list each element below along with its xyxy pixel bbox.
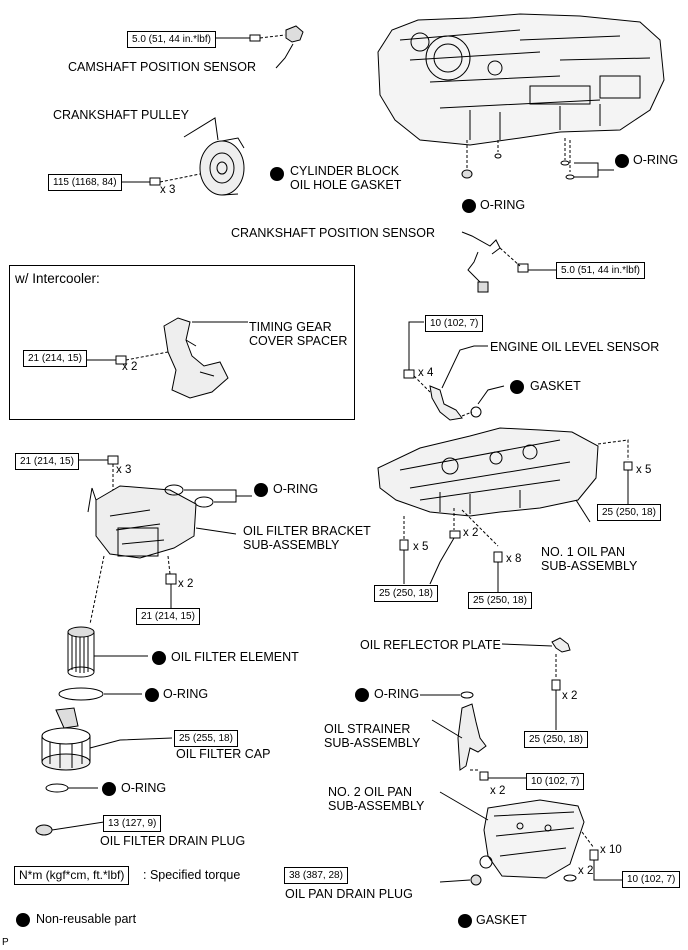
crankshaft-sensor-label: CRANKSHAFT POSITION SENSOR	[231, 226, 435, 240]
torque-bracket-bottom: 21 (214, 15)	[136, 608, 200, 625]
non-reusable-marker	[615, 154, 629, 168]
qty-pan-right: x 5	[636, 464, 652, 476]
non-reusable-marker	[145, 688, 159, 702]
specified-torque-label: : Specified torque	[143, 868, 241, 882]
non-reusable-marker	[458, 914, 472, 928]
oring-label-bracket: O-RING	[273, 482, 319, 496]
oil-reflector-label: OIL REFLECTOR PLATE	[360, 638, 501, 652]
torque-bracket-top: 21 (214, 15)	[15, 453, 79, 470]
oil-filter-element-drawing	[58, 626, 148, 701]
timing-gear-label: TIMING GEAR	[249, 320, 332, 334]
cylinder-block-label: CYLINDER BLOCK	[290, 164, 400, 178]
torque-pan-right: 25 (250, 18)	[597, 504, 661, 521]
torque-timing-gear: 21 (214, 15)	[23, 350, 87, 367]
gasket-label-sensor: GASKET	[530, 379, 581, 393]
qty-pan-x5: x 5	[413, 541, 429, 553]
oil-level-sensor-drawing	[403, 321, 505, 421]
gasket-label-pan: GASKET	[476, 913, 527, 927]
qty-pulley: x 3	[160, 184, 176, 196]
oring-label-filter: O-RING	[163, 687, 209, 701]
intercooler-label: w/ Intercooler:	[15, 271, 100, 286]
oring-label-block2: O-RING	[480, 198, 526, 212]
qty-timing: x 2	[122, 361, 138, 373]
non-reusable-marker	[102, 782, 116, 796]
oil-level-sensor-label: ENGINE OIL LEVEL SENSOR	[490, 340, 660, 354]
oil-strainer-label: OIL STRAINER	[324, 722, 411, 736]
oring-label-block: O-RING	[633, 153, 679, 167]
intercooler-variant-frame	[9, 265, 355, 420]
torque-camshaft: 5.0 (51, 44 in.*lbf)	[127, 31, 216, 48]
oil-reflector-plate-drawing	[501, 637, 571, 730]
torque-pan-x5: 25 (250, 18)	[374, 585, 438, 602]
qty-bracket-top: x 3	[116, 464, 132, 476]
qty-reflector: x 2	[562, 690, 578, 702]
camshaft-sensor-label: CAMSHAFT POSITION SENSOR	[68, 60, 256, 74]
non-reusable-marker	[152, 651, 166, 665]
qty-no2-x10: x 10	[600, 844, 622, 856]
oring-label-cap: O-RING	[121, 781, 167, 795]
non-reusable-marker	[270, 167, 284, 181]
oil-filter-bracket-sub-label: SUB-ASSEMBLY	[243, 538, 340, 552]
torque-pulley: 115 (1168, 84)	[48, 174, 122, 191]
torque-filter-drain-plug: 13 (127, 9)	[103, 815, 162, 832]
oring-label-strainer: O-RING	[374, 687, 420, 701]
qty-pan-x8: x 8	[506, 553, 522, 565]
oil-filter-drain-plug-label: OIL FILTER DRAIN PLUG	[100, 834, 246, 848]
no1-oil-pan-sub-label: SUB-ASSEMBLY	[541, 559, 638, 573]
qty-strainer: x 2	[490, 785, 506, 797]
no2-oil-pan-label: NO. 2 OIL PAN	[328, 785, 413, 799]
non-reusable-marker	[462, 199, 476, 213]
no2-oil-pan-drawing	[439, 791, 622, 886]
non-reusable-marker	[355, 688, 369, 702]
no1-oil-pan-label: NO. 1 OIL PAN	[541, 545, 626, 559]
qty-pan-x2: x 2	[463, 527, 479, 539]
torque-oil-level-sensor: 10 (102, 7)	[425, 315, 484, 332]
cover-spacer-label: COVER SPACER	[249, 334, 348, 348]
torque-legend: N*m (kgf*cm, ft.*lbf)	[14, 866, 130, 885]
crank-sensor-drawing	[461, 231, 558, 293]
qty-bracket-bottom: x 2	[178, 578, 194, 590]
crankshaft-pulley-label: CRANKSHAFT PULLEY	[53, 108, 189, 122]
oil-filter-element-label: OIL FILTER ELEMENT	[171, 650, 299, 664]
oil-filter-bracket-label: OIL FILTER BRACKET	[243, 524, 371, 538]
torque-crank-sensor: 5.0 (51, 44 in.*lbf)	[556, 262, 645, 279]
oil-strainer-drawing	[420, 691, 528, 781]
qty-no2-x2: x 2	[578, 865, 594, 877]
legend-non-reusable-dot	[16, 913, 30, 927]
torque-pan-x8: 25 (250, 18)	[468, 592, 532, 609]
torque-filter-cap: 25 (255, 18)	[174, 730, 238, 747]
oil-pan-drain-plug-label: OIL PAN DRAIN PLUG	[285, 887, 413, 901]
torque-strainer: 10 (102, 7)	[526, 773, 585, 790]
torque-pan-drain-plug: 38 (387, 28)	[284, 867, 348, 884]
oil-filter-cap-drawing	[35, 707, 173, 836]
oil-hole-gasket-label: OIL HOLE GASKET	[290, 178, 402, 192]
oil-strainer-sub-label: SUB-ASSEMBLY	[324, 736, 421, 750]
timing-gear-spacer-drawing	[84, 317, 248, 399]
camshaft-sensor-drawing	[215, 25, 304, 69]
oil-filter-bracket-drawing	[78, 455, 252, 625]
non-reusable-marker	[254, 483, 268, 497]
corner-mark: P	[2, 937, 9, 948]
qty-oil-level: x 4	[418, 367, 434, 379]
crankshaft-pulley-drawing	[118, 117, 245, 196]
oil-filter-cap-label: OIL FILTER CAP	[176, 747, 271, 761]
torque-no2-pan: 10 (102, 7)	[622, 871, 681, 888]
engine-block-drawing	[377, 13, 665, 146]
no2-oil-pan-sub-label: SUB-ASSEMBLY	[328, 799, 425, 813]
no1-oil-pan-drawing	[377, 427, 633, 592]
non-reusable-legend-label: Non-reusable part	[36, 912, 137, 926]
non-reusable-marker	[510, 380, 524, 394]
torque-reflector: 25 (250, 18)	[524, 731, 588, 748]
